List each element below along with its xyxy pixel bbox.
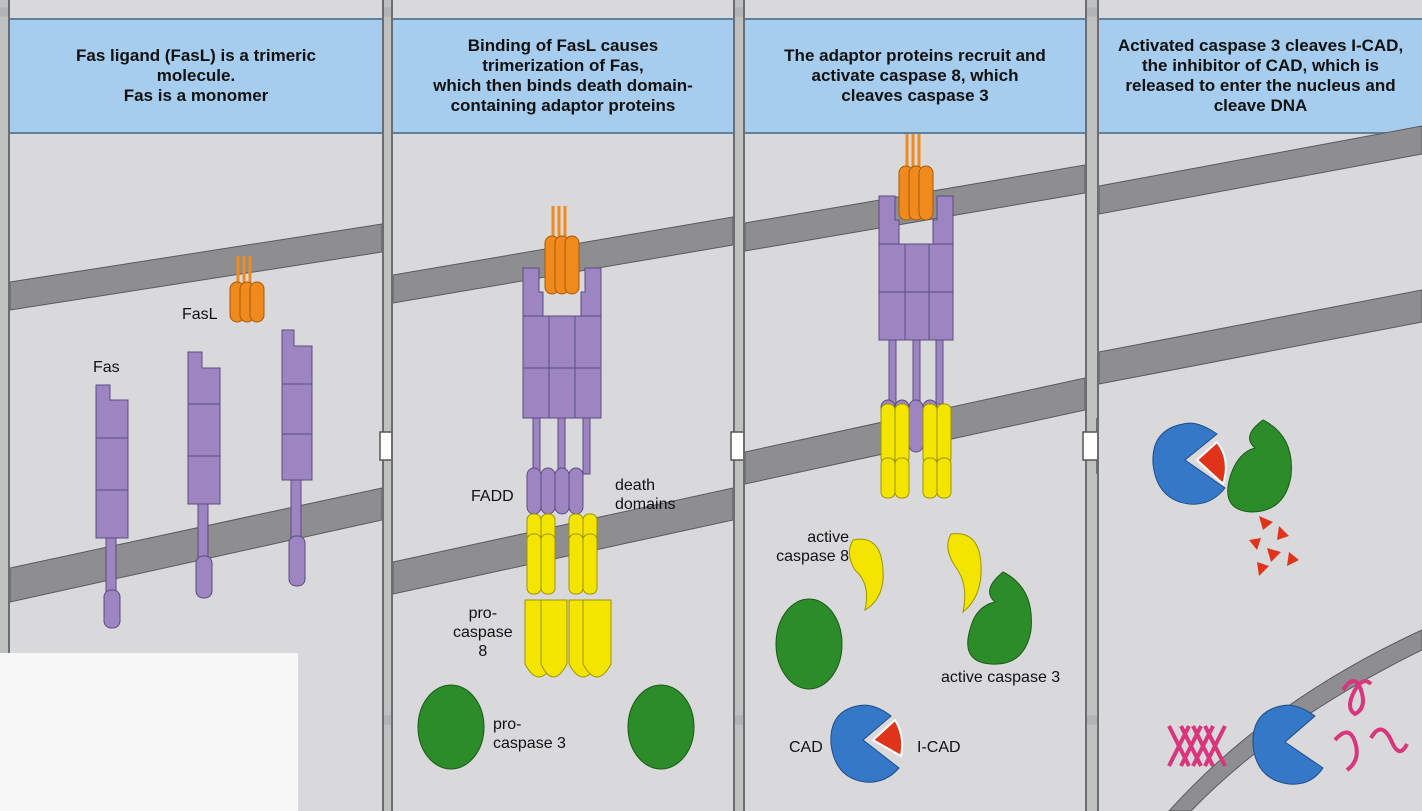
fasl-label: FasL bbox=[182, 306, 218, 323]
icad-fragment-icon bbox=[1287, 552, 1299, 566]
panel-2: Binding of FasL causes trimerization of … bbox=[391, 0, 735, 811]
panel-3-art bbox=[745, 134, 1085, 783]
fas-monomer-icon bbox=[95, 384, 129, 629]
fadd-adaptor-icon bbox=[880, 403, 952, 499]
fas-label: Fas bbox=[93, 359, 120, 376]
icad-fragment-icon bbox=[1267, 548, 1281, 562]
panel-4-art bbox=[1099, 125, 1422, 811]
membrane-bottom bbox=[1099, 289, 1422, 385]
cad-icon bbox=[1152, 422, 1226, 505]
icad-fragment-icon bbox=[1277, 526, 1289, 540]
fas-trimer-icon bbox=[878, 195, 954, 453]
procaspase-3-icon bbox=[417, 684, 485, 770]
panel-1-header: Fas ligand (FasL) is a trimeric molecule… bbox=[10, 18, 382, 134]
active-caspase-3-label: active caspase 3 bbox=[941, 669, 1061, 686]
panel-1-title: Fas ligand (FasL) is a trimeric molecule… bbox=[76, 46, 316, 105]
procaspase-3-label: pro- caspase 3 bbox=[493, 716, 566, 752]
procaspase-8-icon bbox=[524, 599, 612, 678]
panel-2-title: Binding of FasL causes trimerization of … bbox=[433, 36, 693, 115]
fadd-adaptor-icon bbox=[526, 513, 598, 595]
active-caspase-8-label: active caspase 8 bbox=[776, 529, 849, 565]
cad-icon bbox=[830, 704, 900, 783]
cad-icon bbox=[1252, 704, 1324, 785]
procaspase-3-icon bbox=[627, 684, 695, 770]
icad-label: I-CAD bbox=[917, 739, 961, 756]
membrane-bottom bbox=[393, 487, 733, 595]
active-caspase-8-icon bbox=[849, 538, 884, 612]
dna-icon bbox=[1167, 679, 1409, 772]
icad-icon bbox=[1195, 440, 1227, 486]
fasl-trimer-icon bbox=[898, 134, 934, 221]
fasl-trimer-icon bbox=[229, 256, 265, 323]
panel-4-header: Activated caspase 3 cleaves I-CAD, the i… bbox=[1099, 18, 1422, 134]
fas-monomer-icon bbox=[281, 329, 313, 587]
fasl-trimer-icon bbox=[544, 206, 580, 295]
icad-fragment-icon bbox=[1249, 538, 1261, 550]
panel-2-header: Binding of FasL causes trimerization of … bbox=[393, 18, 733, 134]
page-corner bbox=[0, 653, 298, 811]
death-domains-label: death domains bbox=[615, 477, 676, 513]
icad-icon bbox=[871, 718, 904, 758]
panel-3-title: The adaptor proteins recruit and activat… bbox=[784, 46, 1046, 105]
procaspase-3-icon bbox=[775, 598, 843, 690]
active-caspase-8-icon bbox=[947, 533, 982, 614]
membrane-top bbox=[1099, 125, 1422, 215]
panel-4-title: Activated caspase 3 cleaves I-CAD, the i… bbox=[1117, 36, 1404, 115]
panel-2-art bbox=[393, 206, 733, 770]
panel-1-art bbox=[10, 223, 382, 629]
fas-trimer-icon bbox=[522, 267, 602, 515]
fadd-label: FADD bbox=[471, 488, 514, 505]
active-caspase-3-icon bbox=[1227, 419, 1292, 513]
procaspase-8-label: pro- caspase 8 bbox=[453, 605, 513, 660]
panel-3: The adaptor proteins recruit and activat… bbox=[743, 0, 1087, 811]
icad-fragment-icon bbox=[1257, 562, 1269, 576]
active-caspase-3-icon bbox=[967, 571, 1032, 665]
fas-monomer-icon bbox=[187, 351, 221, 599]
membrane-bottom bbox=[10, 487, 382, 603]
membrane-top bbox=[10, 223, 382, 311]
cad-label: CAD bbox=[789, 739, 823, 756]
panel-4: Activated caspase 3 cleaves I-CAD, the i… bbox=[1097, 0, 1422, 811]
icad-fragment-icon bbox=[1259, 516, 1273, 530]
panel-3-header: The adaptor proteins recruit and activat… bbox=[745, 18, 1085, 134]
